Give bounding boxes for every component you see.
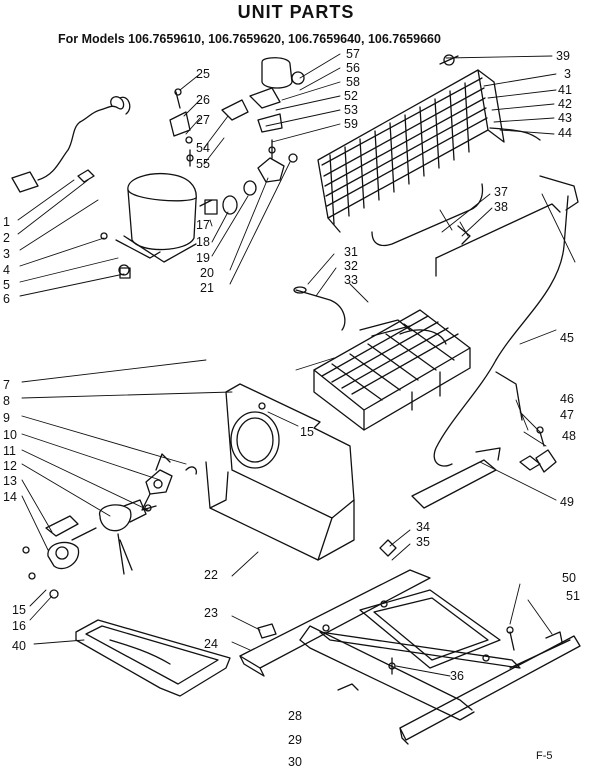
callout-12: 12 [3, 459, 17, 473]
callout-29: 29 [288, 733, 302, 747]
callout-47: 47 [560, 408, 574, 422]
callout-34: 34 [416, 520, 430, 534]
relay-overload-drawing [204, 153, 298, 215]
callout-50: 50 [562, 571, 576, 585]
callout-42: 42 [558, 97, 572, 111]
callout-18: 18 [196, 235, 210, 249]
callout-41: 41 [558, 83, 572, 97]
callout-58: 58 [346, 75, 360, 89]
fan-motor-assembly-drawing [22, 453, 198, 599]
fan-shroud-drawing [205, 383, 355, 561]
callout-26: 26 [196, 93, 210, 107]
callout-35: 35 [416, 535, 430, 549]
callout-6: 6 [3, 292, 10, 306]
callout-21: 21 [200, 281, 214, 295]
callout-25: 25 [196, 67, 210, 81]
callout-38: 38 [494, 200, 508, 214]
callout-7: 7 [3, 378, 10, 392]
callout-4: 4 [3, 263, 10, 277]
drain-pan-drawing [75, 619, 231, 697]
callout-24: 24 [204, 637, 218, 651]
callout-40: 40 [12, 639, 26, 653]
callout-labels: 1 2 3 4 5 6 7 8 9 10 11 12 13 14 15 15 1… [3, 47, 580, 768]
callout-17: 17 [196, 218, 210, 232]
callout-10: 10 [3, 428, 17, 442]
callout-45: 45 [560, 331, 574, 345]
callout-53: 53 [344, 103, 358, 117]
callout-3-right: 3 [564, 67, 571, 81]
callout-37: 37 [494, 185, 508, 199]
leader-lines [17, 53, 576, 677]
callout-32: 32 [344, 259, 358, 273]
models-subtitle: For Models 106.7659610, 106.7659620, 106… [58, 32, 441, 46]
callout-54: 54 [196, 141, 210, 155]
callout-9: 9 [3, 411, 10, 425]
callout-44: 44 [558, 126, 572, 140]
callout-3: 3 [3, 247, 10, 261]
figure-mark: F-5 [536, 750, 553, 762]
callout-28: 28 [288, 709, 302, 723]
callout-36: 36 [450, 669, 464, 683]
callout-56: 56 [346, 61, 360, 75]
callout-22: 22 [204, 568, 218, 582]
callout-51: 51 [566, 589, 580, 603]
callout-11: 11 [3, 444, 16, 458]
diagram-title: UNIT PARTS [237, 2, 355, 22]
callout-57: 57 [346, 47, 360, 61]
callout-15-right: 15 [300, 425, 314, 439]
callout-55: 55 [196, 157, 210, 171]
drain-tube-drawing [371, 175, 579, 467]
callout-1: 1 [3, 215, 10, 229]
callout-59: 59 [344, 117, 358, 131]
callout-23: 23 [204, 606, 218, 620]
base-frame-drawing [239, 569, 581, 745]
callout-8: 8 [3, 394, 10, 408]
callout-19: 19 [196, 251, 210, 265]
evaporator-coil-drawing [293, 286, 471, 431]
callout-13: 13 [3, 474, 17, 488]
callout-27: 27 [196, 113, 210, 127]
callout-2: 2 [3, 231, 10, 245]
misc-brackets-drawing [100, 232, 563, 675]
callout-16: 16 [12, 619, 26, 633]
compressor-drawing [115, 172, 213, 279]
callout-39: 39 [556, 49, 570, 63]
callout-20: 20 [200, 266, 214, 280]
callout-30: 30 [288, 755, 302, 768]
callout-48: 48 [562, 429, 576, 443]
callout-33: 33 [344, 273, 358, 287]
callout-52: 52 [344, 89, 358, 103]
callout-5: 5 [3, 278, 10, 292]
callout-46: 46 [560, 392, 574, 406]
callout-15-left: 15 [12, 603, 26, 617]
power-cord-drawing [11, 96, 131, 193]
small-hardware-drawing [169, 57, 305, 167]
callout-31: 31 [344, 245, 358, 259]
callout-49: 49 [560, 495, 574, 509]
callout-43: 43 [558, 111, 572, 125]
callout-14: 14 [3, 490, 17, 504]
